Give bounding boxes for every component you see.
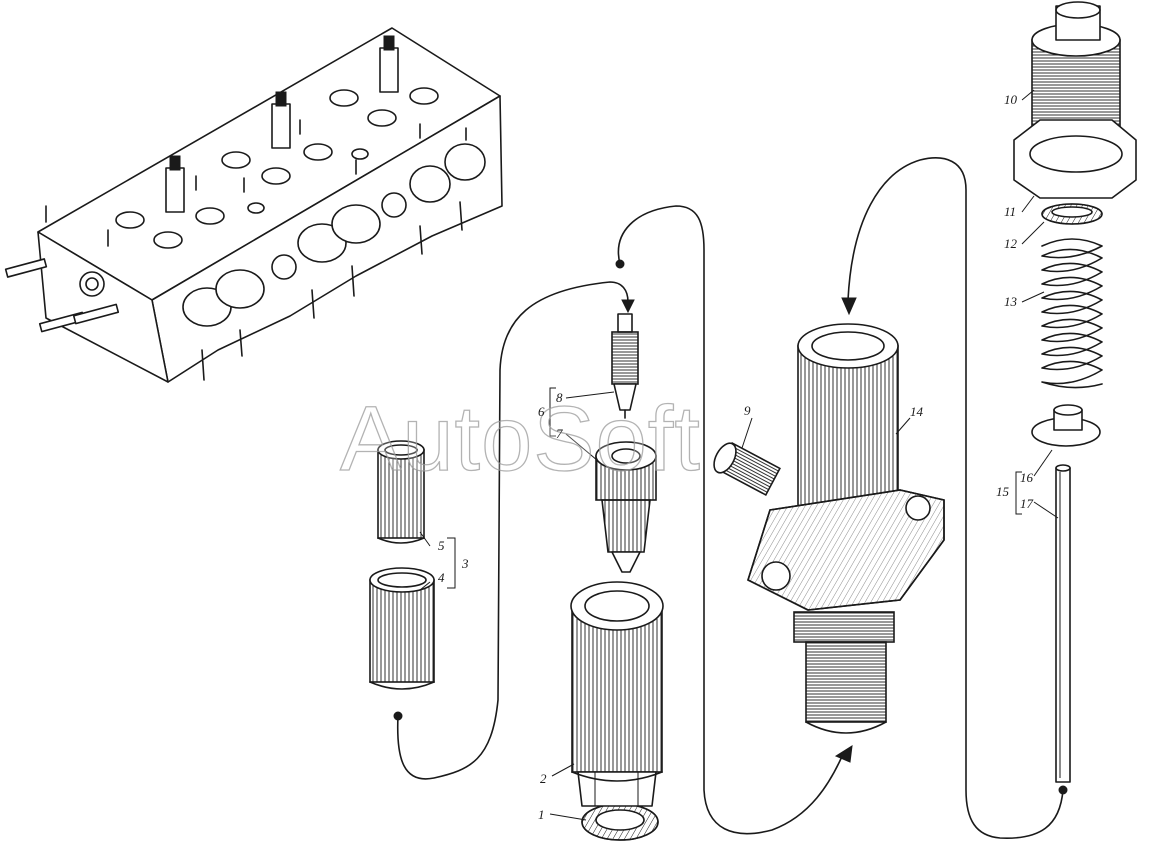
callout-7: 7 — [556, 426, 563, 441]
valve-spring-seats — [115, 87, 439, 249]
part-12-washer — [1041, 203, 1103, 225]
callout-14: 14 — [910, 404, 924, 419]
part-9-inlet-fitting — [713, 441, 781, 497]
part-14-injector-body — [747, 323, 945, 734]
manifold-studs — [201, 201, 463, 381]
exhaust-port-set — [182, 143, 486, 327]
part-16-spring-seat — [1031, 404, 1101, 447]
part-4-sleeve — [369, 567, 435, 690]
callout-5: 5 — [438, 538, 445, 553]
callout-12: 12 — [1004, 236, 1018, 251]
callout-1: 1 — [538, 807, 545, 822]
part-17-push-rod — [1055, 464, 1071, 783]
callout-16: 16 — [1020, 470, 1034, 485]
part-13-spring — [1041, 238, 1103, 389]
end-studs — [4, 258, 120, 333]
callout-2: 2 — [540, 771, 547, 786]
callout-6: 6 — [538, 404, 545, 419]
watermark-text: AutoSoft — [340, 388, 701, 490]
callout-9: 9 — [744, 403, 751, 418]
callout-17: 17 — [1020, 496, 1034, 511]
part-7-nozzle-body — [595, 441, 657, 573]
part-2-nozzle-nut — [570, 581, 664, 807]
part-1-copper-washer — [581, 803, 659, 841]
callout-10: 10 — [1004, 92, 1018, 107]
callout-15: 15 — [996, 484, 1010, 499]
callout-4: 4 — [438, 570, 445, 585]
callout-11: 11 — [1004, 204, 1016, 219]
part-8-nozzle-needle — [611, 313, 639, 419]
callout-13: 13 — [1004, 294, 1018, 309]
head-bolts — [45, 119, 467, 247]
installed-injectors — [165, 35, 399, 213]
leader-lines — [419, 89, 1059, 821]
assembly-path-lines — [393, 157, 1068, 839]
part-11-cap-nut — [1013, 119, 1137, 199]
callout-8: 8 — [556, 390, 563, 405]
part-5-sleeve — [377, 440, 425, 544]
callout-labels: 1 2 3 4 5 6 7 8 9 10 11 12 13 14 15 16 1… — [438, 92, 1034, 822]
cylinder-head-illustration — [4, 27, 503, 383]
callout-3: 3 — [461, 556, 469, 571]
